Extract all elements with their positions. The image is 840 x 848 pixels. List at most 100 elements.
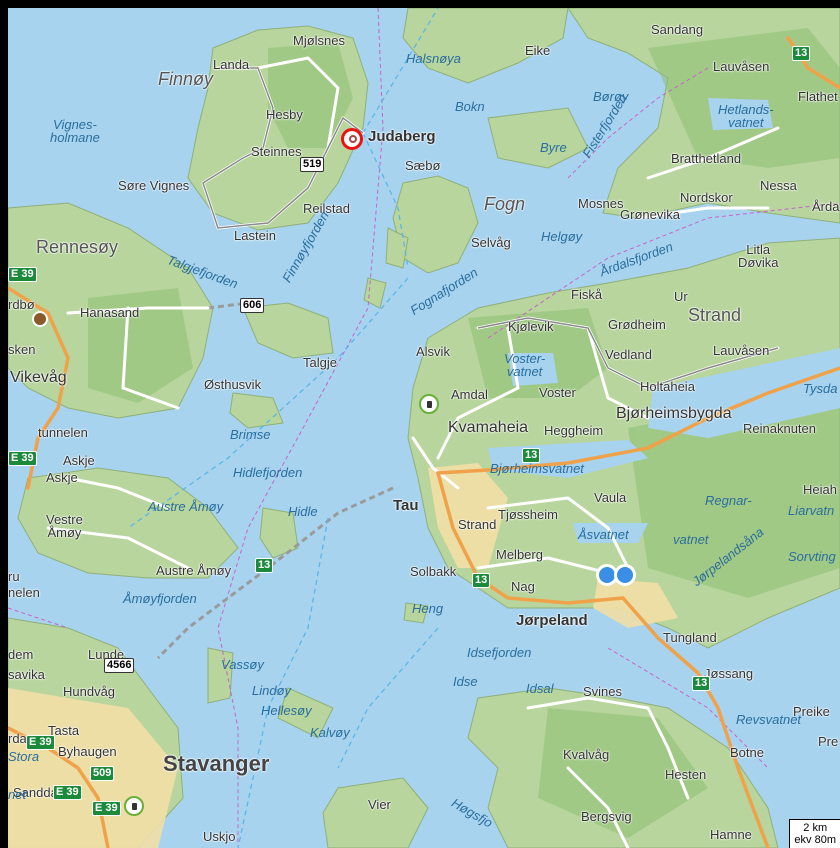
label-heggheim: Heggheim <box>544 423 604 438</box>
label-hesten: Hesten <box>665 767 707 782</box>
label-vatnet: vatnet <box>673 532 709 547</box>
label-uskjo: Uskjo <box>203 829 236 844</box>
road-shield-r509: 509 <box>90 766 115 781</box>
label-boroy: Børøy <box>593 89 629 104</box>
label-ur: Ur <box>674 289 688 304</box>
label-vikevag: Vikevåg <box>10 369 67 386</box>
label-lauvasen-n: Lauvåsen <box>713 59 770 74</box>
label-tasta: Tasta <box>48 723 80 738</box>
label-hetlands-vatnet: Hetlands- vatnet <box>718 102 774 130</box>
label-rda: rda <box>8 731 27 746</box>
label-revsvatnet: Revsvatnet <box>736 712 802 727</box>
label-regnar: Regnar- <box>705 493 752 508</box>
label-byhaugen: Byhaugen <box>58 744 117 759</box>
label-bergsvig: Bergsvig <box>581 809 632 824</box>
label-dem: dem <box>8 647 34 662</box>
label-heiah: Heiah <box>803 482 837 497</box>
scale-extra: ekv 80m <box>794 834 836 846</box>
label-lunde: Lunde <box>88 647 125 662</box>
label-arda: Årda <box>812 199 840 214</box>
label-askje-2: Askje <box>46 470 78 485</box>
label-vedland: Vedland <box>605 347 652 362</box>
label-gronevika: Grønevika <box>620 207 680 222</box>
road-shield-e39-b: E 39 <box>8 451 37 466</box>
label-nag: Nag <box>511 579 535 594</box>
label-voster: Voster <box>539 385 576 400</box>
road-shield-r4566: 4566 <box>104 658 135 673</box>
label-lastein: Lastein <box>234 228 276 243</box>
label-net: net <box>8 787 27 802</box>
road-13-strand <box>436 366 840 475</box>
label-sore-vignes: Søre Vignes <box>118 178 190 193</box>
label-osthusvik: Østhusvik <box>204 377 262 392</box>
road-shield-r13-d: 13 <box>472 573 491 588</box>
label-tungland: Tungland <box>663 630 717 645</box>
label-tjossheim: Tjøssheim <box>498 507 558 522</box>
road-shield-r13-b: 13 <box>522 448 541 463</box>
label-fiska: Fiskå <box>571 287 603 302</box>
label-voster-vatnet: Voster- vatnet <box>504 351 546 379</box>
road-shield-r519: 519 <box>300 157 325 172</box>
label-vier: Vier <box>368 797 391 812</box>
label-hidle: Hidle <box>288 504 318 519</box>
label-vignes-holmane: Vignes- holmane <box>50 117 100 145</box>
label-reilstad: Reilstad <box>303 201 350 216</box>
label-byre: Byre <box>540 140 567 155</box>
road-shield-e39-a: E 39 <box>8 267 37 282</box>
road-e39-rennesoy <box>8 286 70 490</box>
stavanger-ferry-terminal-icon[interactable] <box>124 796 144 816</box>
label-preikes: Preike <box>793 704 830 719</box>
road-13-south <box>436 471 770 848</box>
label-solbakk: Solbakk <box>410 564 457 579</box>
label-liarvatn: Liarvatn <box>788 503 835 518</box>
label-hanasand: Hanasand <box>80 305 140 320</box>
label-landa: Landa <box>213 57 250 72</box>
label-vaula: Vaula <box>594 490 627 505</box>
label-jorpeland: Jørpeland <box>516 612 588 629</box>
label-helgoy: Helgøy <box>541 229 583 244</box>
label-lauvasen-s: Lauvåsen <box>713 343 770 358</box>
road-shield-e39-e: E 39 <box>92 801 121 816</box>
land-hidle <box>259 507 299 559</box>
road-shield-e39-d: E 39 <box>53 785 82 800</box>
label-halsnoya: Halsnøya <box>406 51 461 66</box>
label-kvamaheia: Kvamaheia <box>448 419 529 436</box>
land-fogn <box>392 175 479 274</box>
label-steinnes: Steinnes <box>251 144 302 159</box>
label-amoyfjorden: Åmøyfjorden <box>123 591 197 606</box>
label-asvatnet: Åsvatnet <box>578 527 629 542</box>
label-vestre-amoy: Vestre Åmøy <box>46 512 83 540</box>
label-nordskor: Nordskor <box>680 190 733 205</box>
jorpeland-marker-2-icon[interactable] <box>614 564 636 586</box>
road-shield-r13-a: 13 <box>792 46 811 61</box>
label-brimse: Brimse <box>230 427 271 442</box>
rennesoy-poi-icon[interactable] <box>32 311 48 327</box>
label-savika: savika <box>8 667 45 682</box>
land-bokn <box>402 8 569 84</box>
label-mosnes: Mosnes <box>578 196 624 211</box>
label-hamne: Hamne <box>710 827 752 842</box>
label-selvag: Selvåg <box>471 235 511 250</box>
label-sandang: Sandang <box>651 22 704 37</box>
label-reinaknuten: Reinaknuten <box>743 421 816 436</box>
label-hidlefjorden: Hidlefjorden <box>233 465 303 480</box>
land-vier <box>322 777 429 848</box>
map-base <box>8 8 840 848</box>
tau-ferry-terminal-icon[interactable] <box>419 394 439 414</box>
label-heng: Heng <box>412 601 444 616</box>
road-shield-r13-c: 13 <box>255 558 274 573</box>
label-svines: Svines <box>583 684 623 699</box>
label-stora: Stora <box>8 749 40 764</box>
label-bokn: Bokn <box>455 99 485 114</box>
label-idsefjorden: Idsefjorden <box>467 645 532 660</box>
label-pre: Pre <box>818 734 839 749</box>
judaberg-ferry-marker-icon[interactable] <box>341 128 363 150</box>
label-tunnelen: tunnelen <box>38 425 88 440</box>
label-idsal: Idsal <box>526 681 554 696</box>
label-finnoy: Finnøy <box>158 69 214 89</box>
label-strand: Strand <box>688 305 742 325</box>
label-fogn: Fogn <box>484 194 526 214</box>
label-austre-amoy-w: Austre Åmøy <box>148 499 224 514</box>
label-strand-village: Strand <box>458 517 497 532</box>
